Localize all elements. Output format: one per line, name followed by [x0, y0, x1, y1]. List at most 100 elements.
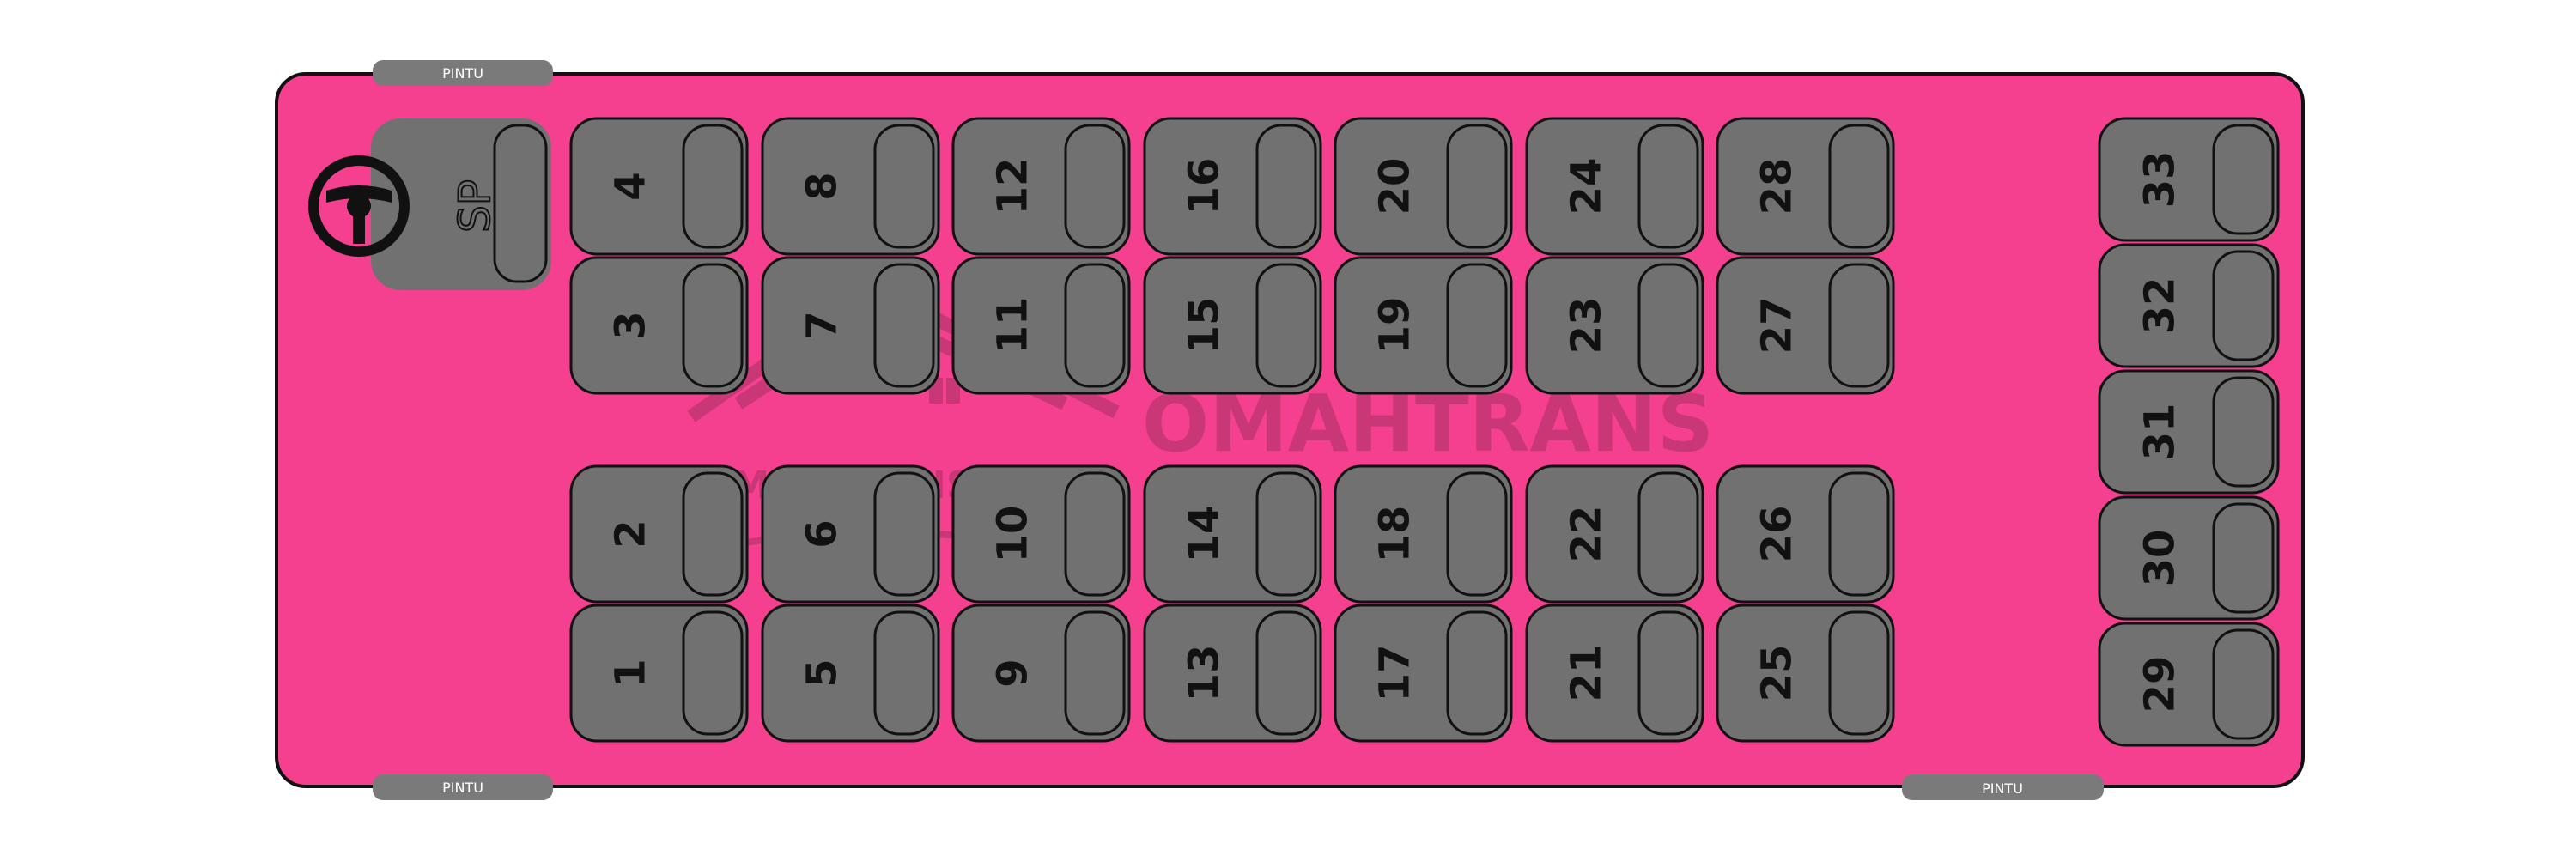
seat-number: 21 — [1563, 645, 1611, 702]
seat-backrest — [1255, 610, 1317, 736]
seat-number: 24 — [1563, 158, 1611, 216]
seat-backrest — [873, 263, 935, 388]
door-label: PINTU — [442, 65, 483, 82]
seat-number: 25 — [1753, 645, 1801, 702]
seat-backrest — [1828, 263, 1890, 388]
seat[interactable]: 14 — [1143, 464, 1322, 604]
seat-number: 2 — [607, 519, 655, 548]
driver-seat-label: SP — [450, 179, 500, 233]
seat-backrest — [873, 124, 935, 249]
seat-backrest — [1064, 610, 1126, 736]
seat[interactable]: 15 — [1143, 256, 1322, 395]
seat-backrest — [1446, 610, 1508, 736]
seat[interactable]: 24 — [1525, 117, 1704, 256]
driver-seat-backrest — [493, 124, 548, 283]
seat-number: 9 — [989, 659, 1037, 687]
seat-number: 27 — [1753, 297, 1801, 355]
seat-backrest — [2212, 502, 2275, 614]
door-rear-bottom: PINTU — [1902, 774, 2104, 800]
seat-backrest — [2212, 628, 2275, 740]
seat-backrest — [1828, 610, 1890, 736]
seat[interactable]: 8 — [761, 117, 940, 256]
seat-number: 4 — [607, 172, 655, 200]
seat-backrest — [682, 263, 744, 388]
driver-area: SP — [308, 118, 551, 290]
seat-number: 28 — [1753, 158, 1801, 216]
steering-wheel-icon — [308, 155, 410, 257]
seat-number: 5 — [799, 659, 847, 687]
seat-backrest — [682, 471, 744, 597]
door-front-bottom: PINTU — [373, 774, 553, 800]
seat-number: 26 — [1753, 506, 1801, 563]
seat[interactable]: 25 — [1716, 604, 1895, 743]
seat[interactable]: 18 — [1334, 464, 1513, 604]
seat-number: 22 — [1563, 506, 1611, 563]
seat-backrest — [873, 610, 935, 736]
seat[interactable]: 19 — [1334, 256, 1513, 395]
seat[interactable]: 5 — [761, 604, 940, 743]
door-label: PINTU — [1982, 780, 2023, 797]
seat-number: 12 — [989, 158, 1037, 216]
seat[interactable]: 3 — [569, 256, 749, 395]
seat-backrest — [1446, 124, 1508, 249]
seat-backrest — [1446, 263, 1508, 388]
door-label: PINTU — [442, 780, 483, 796]
seat[interactable]: 13 — [1143, 604, 1322, 743]
seat[interactable]: 22 — [1525, 464, 1704, 604]
seat-backrest — [682, 610, 744, 736]
seat-backrest — [1255, 124, 1317, 249]
seat[interactable]: 7 — [761, 256, 940, 395]
seat[interactable]: 29 — [2098, 622, 2280, 747]
seat-number: 29 — [2136, 656, 2184, 713]
seat[interactable]: 9 — [951, 604, 1131, 743]
seat[interactable]: 21 — [1525, 604, 1704, 743]
seat[interactable]: 28 — [1716, 117, 1895, 256]
seat-number: 15 — [1181, 297, 1229, 355]
seat[interactable]: 12 — [951, 117, 1131, 256]
seat-number: 10 — [989, 506, 1037, 563]
seat-number: 31 — [2136, 404, 2184, 461]
seat[interactable]: 11 — [951, 256, 1131, 395]
seat-number: 17 — [1371, 645, 1419, 702]
seat[interactable]: 31 — [2098, 369, 2280, 495]
seat-backrest — [1064, 471, 1126, 597]
seat-number: 19 — [1371, 297, 1419, 355]
seat-number: 20 — [1371, 158, 1419, 216]
seat-backrest — [1064, 263, 1126, 388]
seat[interactable]: 30 — [2098, 495, 2280, 621]
seat-number: 13 — [1181, 645, 1229, 702]
seat[interactable]: 27 — [1716, 256, 1895, 395]
seat[interactable]: 4 — [569, 117, 749, 256]
seat-number: 16 — [1181, 158, 1229, 216]
seat[interactable]: 33 — [2098, 117, 2280, 242]
seat-number: 11 — [989, 297, 1037, 355]
seat[interactable]: 23 — [1525, 256, 1704, 395]
seat[interactable]: 2 — [569, 464, 749, 604]
seat-backrest — [682, 124, 744, 249]
seat[interactable]: 10 — [951, 464, 1131, 604]
seat-backrest — [2212, 124, 2275, 235]
seat-number: 32 — [2136, 277, 2184, 335]
seat-backrest — [1446, 471, 1508, 597]
seat[interactable]: 26 — [1716, 464, 1895, 604]
seat[interactable]: 1 — [569, 604, 749, 743]
seat-number: 30 — [2136, 530, 2184, 587]
seat-backrest — [1255, 263, 1317, 388]
seat-backrest — [2212, 250, 2275, 361]
seat[interactable]: 17 — [1334, 604, 1513, 743]
seat-number: 1 — [607, 659, 655, 687]
seat[interactable]: 32 — [2098, 243, 2280, 368]
seat-backrest — [1255, 471, 1317, 597]
seat-backrest — [1637, 610, 1699, 736]
door-front-top: PINTU — [373, 60, 553, 86]
seat-backrest — [1064, 124, 1126, 249]
seat[interactable]: 16 — [1143, 117, 1322, 256]
seat[interactable]: 6 — [761, 464, 940, 604]
seat[interactable]: 20 — [1334, 117, 1513, 256]
seat-number: 18 — [1371, 506, 1419, 563]
seat-number: 33 — [2136, 151, 2184, 209]
seat-backrest — [1828, 124, 1890, 249]
